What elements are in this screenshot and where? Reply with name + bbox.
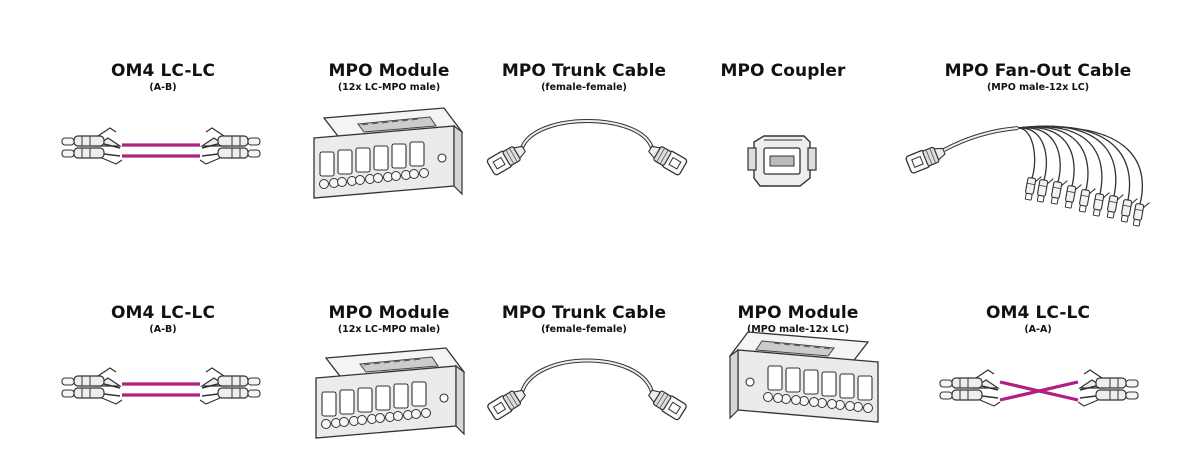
mpo-trunk-cable-row2-drawing [487,361,688,421]
mpo-module-row1-drawing [314,108,462,198]
mpo-module-lc-row2-drawing [730,332,878,422]
mpo-trunk-cable-row1-drawing [486,121,687,176]
om4-lc-lc-aa-drawing [940,370,1138,406]
om4-lc-lc-ab-row2-drawing [62,368,260,404]
om4-lc-lc-ab-row1-drawing [62,128,260,164]
mpo-coupler-drawing [748,136,816,186]
mpo-module-row2-drawing [316,348,464,438]
mpo-fan-out-cable-drawing [905,126,1149,227]
